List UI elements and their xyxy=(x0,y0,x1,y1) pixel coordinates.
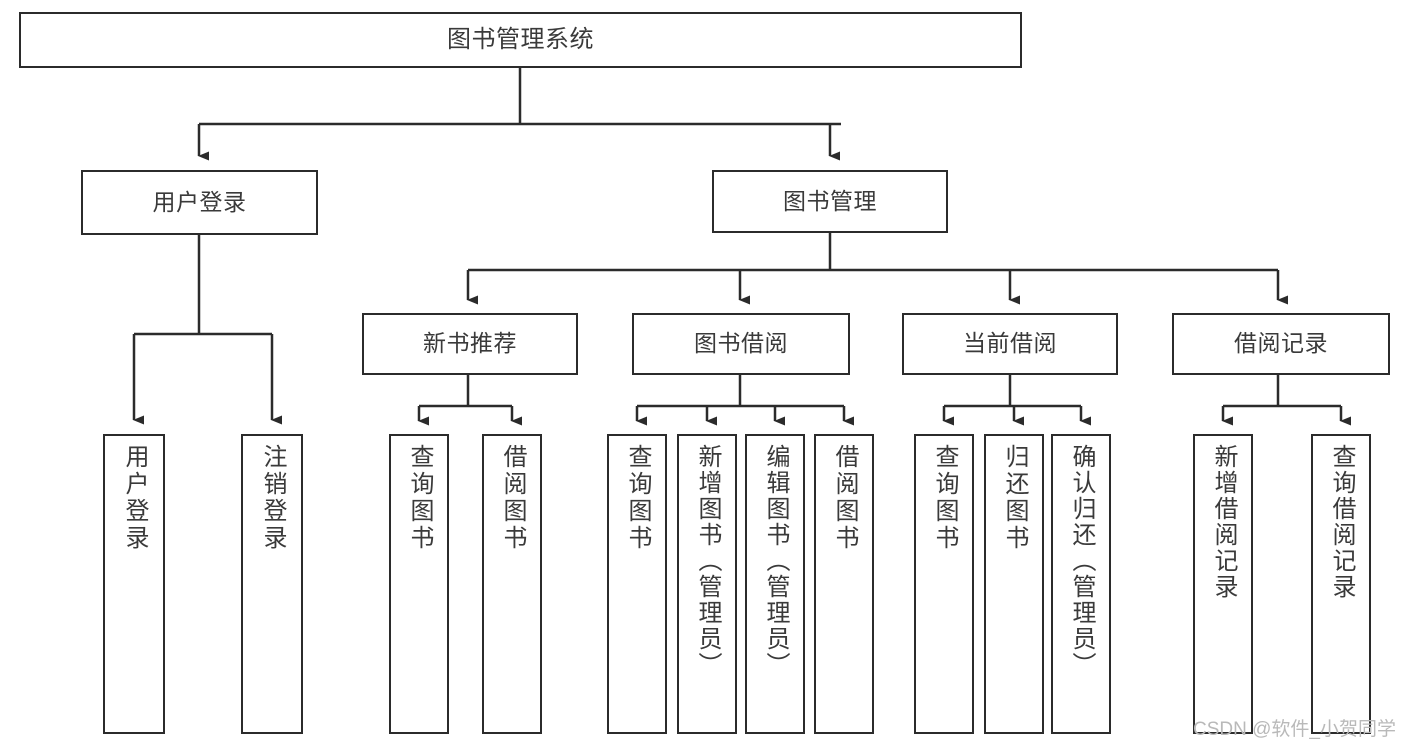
node-book-manage-label: 图书管理 xyxy=(783,187,877,214)
node-leaf-query-book-1[interactable]: 查询图书 xyxy=(389,434,449,734)
node-leaf-query-book-1-label: 查询图书 xyxy=(406,444,433,552)
node-new-book-rec[interactable]: 新书推荐 xyxy=(362,313,578,375)
node-leaf-user-login[interactable]: 用户登录 xyxy=(103,434,165,734)
node-leaf-user-login-label: 用户登录 xyxy=(121,444,148,552)
node-leaf-logout[interactable]: 注销登录 xyxy=(241,434,303,734)
node-new-book-rec-label: 新书推荐 xyxy=(423,330,517,357)
node-leaf-return-book[interactable]: 归还图书 xyxy=(984,434,1044,734)
node-borrow-record[interactable]: 借阅记录 xyxy=(1172,313,1390,375)
node-leaf-add-book-label: 新增图书（管理员） xyxy=(694,444,721,678)
node-leaf-add-book[interactable]: 新增图书（管理员） xyxy=(677,434,737,734)
node-leaf-query-book-3[interactable]: 查询图书 xyxy=(914,434,974,734)
node-root[interactable]: 图书管理系统 xyxy=(19,12,1022,68)
node-borrow-record-label: 借阅记录 xyxy=(1234,330,1328,357)
node-current-borrow[interactable]: 当前借阅 xyxy=(902,313,1118,375)
node-book-manage[interactable]: 图书管理 xyxy=(712,170,948,233)
node-current-borrow-label: 当前借阅 xyxy=(963,330,1057,357)
node-leaf-borrow-book-1-label: 借阅图书 xyxy=(499,444,526,552)
node-leaf-query-book-2-label: 查询图书 xyxy=(624,444,651,552)
node-leaf-borrow-book-2-label: 借阅图书 xyxy=(831,444,858,552)
node-leaf-confirm-return-label: 确认归还（管理员） xyxy=(1068,444,1095,678)
node-leaf-query-record-label: 查询借阅记录 xyxy=(1328,444,1355,600)
node-leaf-borrow-book-1[interactable]: 借阅图书 xyxy=(482,434,542,734)
node-leaf-return-book-label: 归还图书 xyxy=(1001,444,1028,552)
node-book-borrow-label: 图书借阅 xyxy=(694,330,788,357)
node-leaf-edit-book[interactable]: 编辑图书（管理员） xyxy=(745,434,805,734)
node-book-borrow[interactable]: 图书借阅 xyxy=(632,313,850,375)
node-leaf-logout-label: 注销登录 xyxy=(259,444,286,552)
node-leaf-query-record[interactable]: 查询借阅记录 xyxy=(1311,434,1371,734)
node-leaf-query-book-3-label: 查询图书 xyxy=(931,444,958,552)
node-root-label: 图书管理系统 xyxy=(447,25,594,53)
node-leaf-add-record-label: 新增借阅记录 xyxy=(1210,444,1237,600)
node-user-login-label: 用户登录 xyxy=(152,188,247,215)
node-leaf-borrow-book-2[interactable]: 借阅图书 xyxy=(814,434,874,734)
node-leaf-confirm-return[interactable]: 确认归还（管理员） xyxy=(1051,434,1111,734)
node-leaf-add-record[interactable]: 新增借阅记录 xyxy=(1193,434,1253,734)
node-leaf-edit-book-label: 编辑图书（管理员） xyxy=(762,444,789,678)
node-leaf-query-book-2[interactable]: 查询图书 xyxy=(607,434,667,734)
node-user-login[interactable]: 用户登录 xyxy=(81,170,318,235)
